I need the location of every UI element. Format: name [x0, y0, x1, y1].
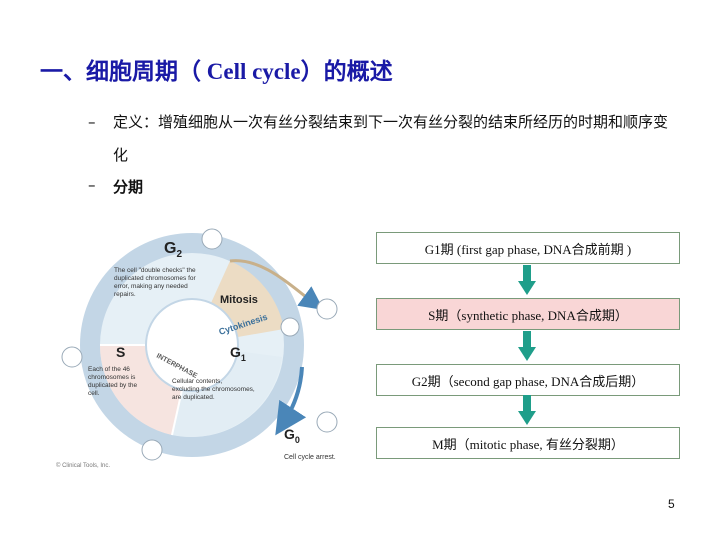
bullet-text: 分期: [113, 178, 144, 196]
bullet-dash: –: [88, 113, 96, 131]
s-description: Each of the 46 chromosomes is duplicated…: [88, 366, 139, 397]
bullet-text: 定义：增殖细胞从一次有丝分裂结束到下一次有丝分裂的结束所经历的时期和顺序变化: [113, 113, 669, 164]
copyright-text: © Clinical Tools, Inc.: [56, 462, 110, 469]
g0-arrow: [275, 366, 307, 436]
flow-box-g1: G1期 (first gap phase, DNA合成前期 ): [376, 232, 680, 264]
flow-box-s: S期（synthetic phase, DNA合成期）: [376, 298, 680, 330]
center-hub: [145, 298, 239, 392]
g2-label: G2: [164, 240, 182, 260]
g0-label: G0: [284, 426, 300, 445]
cell-icon: [316, 298, 338, 320]
cell-icon: [141, 439, 163, 461]
slide-title: 一、细胞周期（ Cell cycle）的概述: [40, 52, 393, 86]
cell-icon: [280, 317, 300, 337]
g1-description: Cellular contents, excluding the chromos…: [172, 378, 257, 401]
bullet-dash: –: [88, 176, 96, 194]
g2-description: The cell "double checks" the duplicated …: [114, 267, 197, 298]
mitosis-label: Mitosis: [220, 294, 258, 306]
down-arrow-icon: [518, 395, 536, 425]
flow-box-m: M期（mitotic phase, 有丝分裂期）: [376, 427, 680, 459]
cell-cycle-diagram: G2 The cell "double checks" the duplicat…: [52, 217, 354, 472]
title-prefix: 一、细胞周期（: [40, 59, 201, 85]
cell-icon: [61, 346, 83, 368]
s-label: S: [116, 344, 125, 360]
g1-label: G1: [230, 344, 246, 363]
down-arrow-icon: [518, 331, 536, 361]
title-suffix: ）的概述: [300, 59, 393, 85]
cell-icon: [201, 228, 223, 250]
cell-cycle-svg: G2 The cell "double checks" the duplicat…: [56, 228, 338, 469]
page-number: 5: [668, 497, 675, 511]
down-arrow-icon: [518, 265, 536, 295]
bullet-definition: – 定义：增殖细胞从一次有丝分裂结束到下一次有丝分裂的结束所经历的时期和顺序变化: [88, 106, 688, 172]
bullet-phases: – 分期: [88, 176, 143, 197]
g0-description: Cell cycle arrest.: [284, 454, 336, 461]
flow-box-g2: G2期（second gap phase, DNA合成后期）: [376, 364, 680, 396]
title-latin: Cell cycle: [201, 59, 301, 84]
mitosis-arrow: [229, 259, 324, 311]
cell-icon: [316, 411, 338, 433]
